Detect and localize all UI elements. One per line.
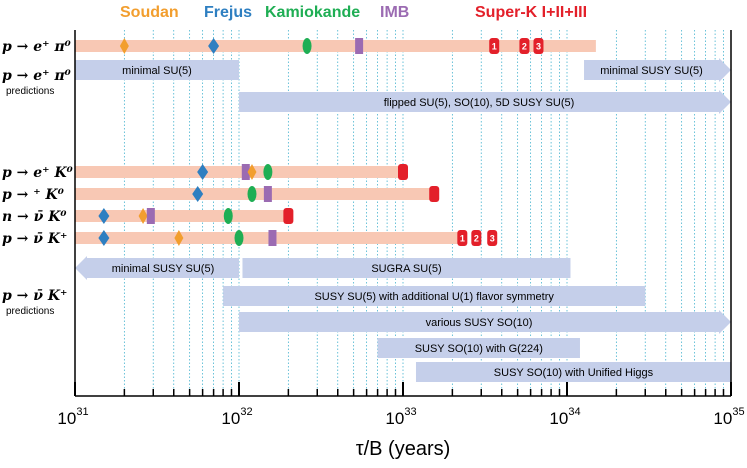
superk-marker-label: 1 <box>492 42 497 52</box>
x-tick-label: 1031 <box>57 406 88 428</box>
limit-bar <box>75 210 289 222</box>
limit-bars <box>75 40 596 244</box>
row-label: p → e⁺ π⁰ <box>2 39 71 55</box>
prediction-bar <box>75 256 239 280</box>
superk-marker <box>398 164 408 180</box>
superk-marker <box>429 186 440 202</box>
legend-entry: Soudan <box>120 4 179 21</box>
soudan-marker <box>247 164 257 180</box>
row-label: p → ν̄ K⁺ <box>2 231 67 247</box>
legend-entry: IMB <box>380 4 409 21</box>
x-tick-base: 10 <box>713 409 732 428</box>
x-tick-exponent: 34 <box>568 406 580 418</box>
kamiokande-marker <box>302 38 312 54</box>
x-tick-base: 10 <box>385 409 404 428</box>
x-tick-base: 10 <box>57 409 76 428</box>
prediction-bar <box>223 286 646 306</box>
soudan-marker <box>138 208 148 224</box>
row-label: n → ν̄ K⁰ <box>2 209 67 225</box>
prediction-bar <box>239 310 731 334</box>
superk-marker <box>533 38 544 54</box>
superk-marker <box>471 230 482 246</box>
soudan-marker <box>174 230 184 246</box>
x-axis-label: τ/B (years) <box>356 438 451 460</box>
superk-marker-label: 3 <box>490 234 495 244</box>
imb-marker <box>263 186 272 202</box>
prediction-label: various SUSY SO(10) <box>426 317 533 329</box>
x-tick-base: 10 <box>221 409 240 428</box>
imb-marker <box>241 164 250 180</box>
prediction-label: SUSY SO(10) with G(224) <box>415 343 543 355</box>
prediction-label: SUSY SO(10) with Unified Higgs <box>494 367 654 379</box>
frejus-marker <box>98 230 110 246</box>
limit-bar <box>75 40 596 52</box>
prediction-label: SUSY SU(5) with additional U(1) flavor s… <box>314 291 554 303</box>
superk-marker <box>283 208 294 224</box>
prediction-row-sublabel: predictions <box>6 306 54 317</box>
grid-lines <box>123 30 724 396</box>
superk-marker-label: 2 <box>522 42 527 52</box>
kamiokande-marker <box>234 230 244 246</box>
legend-entry: Frejus <box>204 4 252 21</box>
soudan-marker <box>119 38 129 54</box>
kamiokande-marker <box>223 208 233 224</box>
prediction-bar <box>415 362 731 382</box>
x-tick-label: 1033 <box>385 406 416 428</box>
prediction-bar <box>584 58 731 82</box>
x-tick-exponent: 35 <box>732 406 744 418</box>
prediction-row-label: p → ν̄ K⁺ <box>2 288 67 304</box>
frejus-marker <box>197 164 209 180</box>
row-label: p → e⁺ K⁰ <box>2 165 73 181</box>
superk-marker-label: 2 <box>474 234 479 244</box>
prediction-bar <box>239 90 731 114</box>
superk-marker-label: 3 <box>536 42 541 52</box>
x-tick-label: 1032 <box>221 406 252 428</box>
prediction-bar <box>377 338 580 358</box>
row-label: p → ⁺ K⁰ <box>2 187 64 203</box>
superk-marker <box>489 38 500 54</box>
prediction-label: flipped SU(5), SO(10), 5D SUSY SU(5) <box>384 97 575 109</box>
imb-marker <box>268 230 277 246</box>
prediction-row-sublabel: predictions <box>6 86 54 97</box>
x-tick-base: 10 <box>549 409 568 428</box>
prediction-label: SUGRA SU(5) <box>371 263 441 275</box>
x-tick-exponent: 31 <box>76 406 88 418</box>
x-tick-exponent: 33 <box>404 406 416 418</box>
legend-entry: Super-K I+II+III <box>475 4 587 21</box>
prediction-label: minimal SUSY SU(5) <box>112 263 215 275</box>
prediction-bars: minimal SU(5) minimal SUSY SU(5) flipped S… <box>75 58 731 382</box>
x-tick-exponent: 32 <box>240 406 252 418</box>
x-tick-label: 1035 <box>713 406 744 428</box>
kamiokande-marker <box>263 164 273 180</box>
imb-marker <box>355 38 364 54</box>
prediction-row-label: p → e⁺ π⁰ <box>2 68 71 84</box>
superk-marker-label: 1 <box>460 234 465 244</box>
frejus-marker <box>192 186 204 202</box>
kamiokande-marker <box>247 186 257 202</box>
limit-bar <box>75 166 403 178</box>
prediction-label: minimal SUSY SU(5) <box>600 65 703 77</box>
imb-marker <box>146 208 155 224</box>
frejus-marker <box>208 38 220 54</box>
superk-marker <box>457 230 468 246</box>
prediction-bar <box>242 258 571 278</box>
prediction-bar <box>75 60 239 80</box>
superk-marker <box>487 230 498 246</box>
prediction-label: minimal SU(5) <box>122 65 192 77</box>
superk-marker <box>519 38 530 54</box>
legend-entry: Kamiokande <box>265 4 360 21</box>
legend: Soudan Frejus Kamiokande IMB Super-K I+II+II… <box>120 4 587 21</box>
frejus-marker <box>98 208 110 224</box>
row-labels: p → e⁺ π⁰ p → e⁺ K⁰ p → ⁺ K⁰ n → ν̄ K⁰ p → ν… <box>2 39 73 317</box>
x-tick-label: 1034 <box>549 406 580 428</box>
